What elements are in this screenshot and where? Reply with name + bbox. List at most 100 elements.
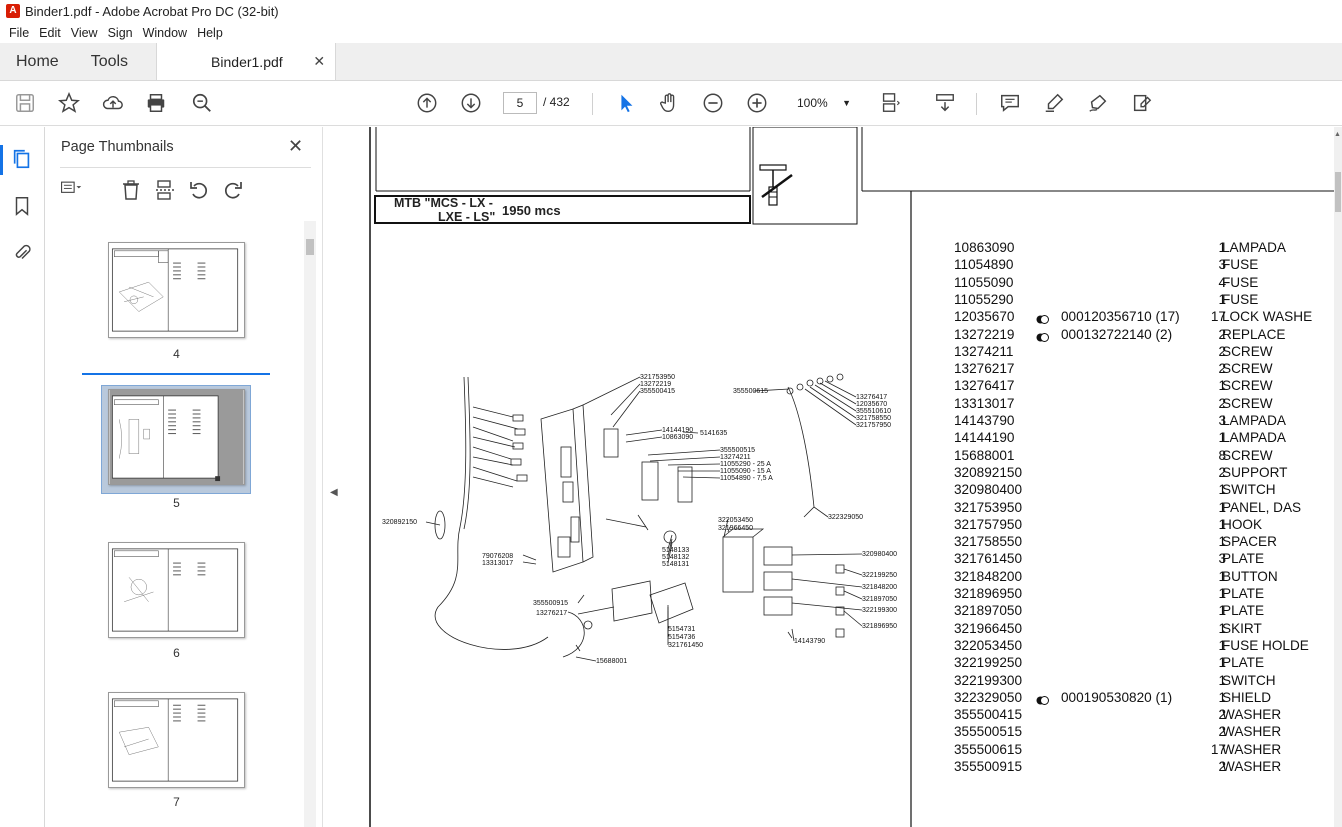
part-quantity: 1 <box>1218 482 1226 498</box>
tab-tools[interactable]: Tools <box>90 52 129 70</box>
thumbnail-page-7[interactable] <box>108 692 245 788</box>
toolbar-divider <box>592 93 593 115</box>
scrollbar-thumb[interactable] <box>306 239 314 255</box>
close-icon[interactable]: ✕ <box>288 136 304 156</box>
part-description: WASHER <box>1222 759 1282 774</box>
part-quantity: 1 <box>1218 516 1226 532</box>
menu-help[interactable]: Help <box>197 25 223 40</box>
drop-indicator <box>82 373 270 375</box>
diagram-label: 11055090 - 15 A <box>720 468 771 475</box>
thumbnail-panel: Page Thumbnails ✕ <box>46 127 321 827</box>
select-cursor-icon[interactable] <box>614 91 638 115</box>
diagram-label: 321757950 <box>856 422 891 429</box>
part-code: 322053450 <box>954 637 1023 653</box>
part-description: SCREW <box>1222 343 1273 359</box>
draw-sign-icon[interactable] <box>1086 91 1110 115</box>
close-icon[interactable]: ✕ <box>313 53 326 69</box>
next-page-icon[interactable] <box>459 91 483 115</box>
diagram-label: 355500515 <box>720 447 755 454</box>
thumbnail-scrollbar[interactable] <box>304 221 316 827</box>
diagram-label: 5154731 <box>668 626 695 633</box>
upload-cloud-icon[interactable] <box>101 91 125 115</box>
part-description: SWITCH <box>1222 482 1276 498</box>
print-icon[interactable] <box>144 91 168 115</box>
previous-page-icon[interactable] <box>415 91 439 115</box>
diagram-label: 11054890 - 7,5 A <box>720 475 773 482</box>
menu-sign[interactable]: Sign <box>107 25 133 40</box>
thumbnail-page-4[interactable] <box>108 242 245 338</box>
part-code: 321966450 <box>954 620 1023 636</box>
scroll-up-arrow-icon[interactable]: ▲ <box>1334 131 1341 138</box>
menu-edit[interactable]: Edit <box>39 25 61 40</box>
diagram-label: 5148131 <box>662 561 689 568</box>
diagram-label: 355500915 <box>533 600 568 607</box>
zoom-out-icon[interactable] <box>701 91 725 115</box>
page-fit-icon[interactable] <box>878 91 902 115</box>
zoom-level-select[interactable]: 100% ▼ <box>789 92 857 114</box>
part-code: 355500915 <box>954 759 1023 774</box>
scrollbar-thumb[interactable] <box>1335 172 1341 212</box>
zoom-in-icon[interactable] <box>745 91 769 115</box>
diagram-label: 321758550 <box>856 415 891 422</box>
page-thumbnails-icon[interactable] <box>11 148 33 170</box>
thumbnail-page-6[interactable] <box>108 542 245 638</box>
part-description: PLATE <box>1222 586 1265 601</box>
diagram-label: 11055290 - 25 A <box>720 461 771 468</box>
part-code: 12035670 <box>954 309 1015 325</box>
part-code: 321753950 <box>954 499 1023 515</box>
part-code: 321757950 <box>954 516 1023 532</box>
menu-window[interactable]: Window <box>142 25 188 40</box>
part-code: 14143790 <box>954 413 1015 428</box>
collapse-arrow-icon: ◀ <box>330 487 338 498</box>
fill-sign-icon[interactable] <box>1130 91 1154 115</box>
document-scrollbar[interactable]: ▲ <box>1334 127 1342 827</box>
diagram-label: 322199300 <box>862 607 897 614</box>
part-quantity: 2 <box>1218 343 1226 359</box>
part-quantity: 2 <box>1218 707 1226 723</box>
diagram-label: 10863090 <box>662 434 693 441</box>
extract-pages-icon[interactable] <box>154 179 176 201</box>
trash-icon[interactable] <box>120 179 142 201</box>
save-icon[interactable] <box>13 91 37 115</box>
navigation-rail <box>0 127 45 827</box>
zoom-search-icon[interactable] <box>190 91 214 115</box>
hand-tool-icon[interactable] <box>657 91 681 115</box>
highlight-pen-icon[interactable] <box>1042 91 1066 115</box>
part-code: 322199300 <box>954 672 1023 688</box>
menu-file[interactable]: File <box>9 25 30 40</box>
diagram-label: 321896950 <box>862 623 897 630</box>
part-quantity: 2 <box>1218 395 1226 411</box>
thumbnail-page-5[interactable] <box>108 389 245 485</box>
part-description: PLATE <box>1222 551 1265 567</box>
attachment-icon[interactable] <box>11 242 33 264</box>
panel-collapse-handle[interactable]: ◀ <box>322 127 342 827</box>
bookmark-icon[interactable] <box>11 195 33 217</box>
page-number-input[interactable]: 5 <box>503 92 537 114</box>
comment-icon[interactable] <box>998 91 1022 115</box>
thumbnail-label: 7 <box>173 795 180 809</box>
rotate-counterclockwise-icon[interactable] <box>188 179 210 201</box>
header-model-line2: LXE - LS" <box>438 210 496 224</box>
tab-home[interactable]: Home <box>16 52 59 70</box>
part-quantity: 2 <box>1218 724 1226 740</box>
part-code: 15688001 <box>954 447 1015 463</box>
document-view[interactable]: MTB "MCS - LX - LXE - LS" 1950 mcs <box>342 127 1342 827</box>
part-description: PANEL, DAS <box>1222 499 1302 515</box>
diagram-label: 321966450 <box>718 525 753 532</box>
diagram-label: 322199250 <box>862 572 897 579</box>
part-description: PLATE <box>1222 655 1265 671</box>
scroll-mode-icon[interactable] <box>933 91 957 115</box>
options-menu-icon[interactable] <box>60 179 82 201</box>
active-indicator <box>0 145 3 175</box>
tab-document[interactable]: Binder1.pdf ✕ <box>156 43 337 80</box>
diagram-label: 14144190 <box>662 427 693 434</box>
part-code: 13274211 <box>954 343 1014 359</box>
rotate-clockwise-icon[interactable] <box>222 179 244 201</box>
star-icon[interactable] <box>57 91 81 115</box>
part-quantity: 1 <box>1218 499 1226 515</box>
part-description: LOCK WASHE <box>1222 309 1313 325</box>
part-description: SHIELD <box>1222 689 1272 705</box>
diagram-label: 14143790 <box>794 638 825 645</box>
menu-view[interactable]: View <box>70 25 98 40</box>
part-code: 355500515 <box>954 724 1023 740</box>
